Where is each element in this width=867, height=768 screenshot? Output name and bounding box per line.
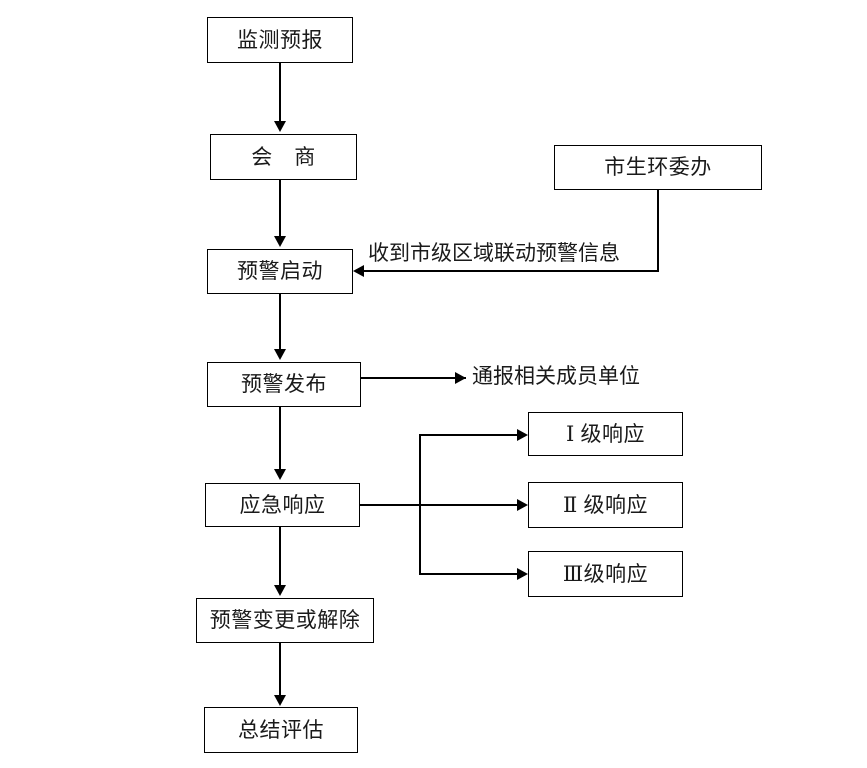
node-city-eco-env-office[interactable]: 市生环委办 <box>554 145 762 190</box>
connector-bus-to-level-3 <box>419 573 519 575</box>
node-label: 监测预报 <box>237 27 323 52</box>
edge-label-receive-city-alert: 收到市级区域联动预警信息 <box>368 241 620 265</box>
arrowhead-consultation <box>274 121 286 132</box>
node-level-2-response[interactable]: Ⅱ 级响应 <box>528 482 683 528</box>
edge-label-notify-member-units: 通报相关成员单位 <box>472 364 640 388</box>
node-summary-evaluation[interactable]: 总结评估 <box>204 707 358 753</box>
connector-warning-start-to-release <box>279 294 281 351</box>
node-label: 总结评估 <box>238 717 324 742</box>
node-level-3-response[interactable]: Ⅲ级响应 <box>528 551 683 597</box>
arrowhead-level-2-response <box>517 499 528 511</box>
arrowhead-notify-member-units <box>455 372 466 384</box>
arrowhead-warning-change-or-lift <box>274 585 286 596</box>
connector-monitor-to-consultation <box>279 63 281 123</box>
connector-emergency-to-change-lift <box>279 527 281 587</box>
node-label: 预警变更或解除 <box>209 608 361 632</box>
node-consultation[interactable]: 会 商 <box>210 134 357 180</box>
connector-city-office-down <box>657 190 659 272</box>
node-warning-change-or-lift[interactable]: 预警变更或解除 <box>196 598 374 643</box>
connector-release-to-notify <box>361 377 466 379</box>
node-emergency-response[interactable]: 应急响应 <box>205 483 360 527</box>
connector-release-to-emergency <box>279 407 281 471</box>
arrowhead-level-3-response <box>517 568 528 580</box>
arrowhead-warning-start-from-city-office <box>353 265 364 277</box>
node-label: 预警发布 <box>241 372 327 396</box>
node-label: Ⅱ 级响应 <box>562 492 649 517</box>
node-label: 会 商 <box>251 144 316 169</box>
connector-consultation-to-warning-start <box>279 180 281 238</box>
node-monitor-forecast[interactable]: 监测预报 <box>207 17 353 63</box>
node-warning-start[interactable]: 预警启动 <box>207 249 353 294</box>
connector-bus-to-level-1 <box>419 434 519 436</box>
arrowhead-warning-release <box>274 349 286 360</box>
node-warning-release[interactable]: 预警发布 <box>207 362 361 407</box>
arrowhead-emergency-response <box>274 469 286 480</box>
connector-branch-bus <box>419 434 421 574</box>
node-label: 预警启动 <box>237 259 323 283</box>
node-label: Ⅰ 级响应 <box>565 421 646 446</box>
arrowhead-level-1-response <box>517 429 528 441</box>
node-label: Ⅲ级响应 <box>562 561 649 586</box>
arrowhead-warning-start <box>274 236 286 247</box>
connector-city-office-to-warning-start <box>363 270 659 272</box>
arrowhead-summary-evaluation <box>274 695 286 706</box>
connector-emergency-to-bus <box>360 504 520 506</box>
node-level-1-response[interactable]: Ⅰ 级响应 <box>528 412 683 456</box>
node-label: 市生环委办 <box>604 155 712 179</box>
node-label: 应急响应 <box>239 492 326 517</box>
connector-change-lift-to-summary <box>279 643 281 697</box>
